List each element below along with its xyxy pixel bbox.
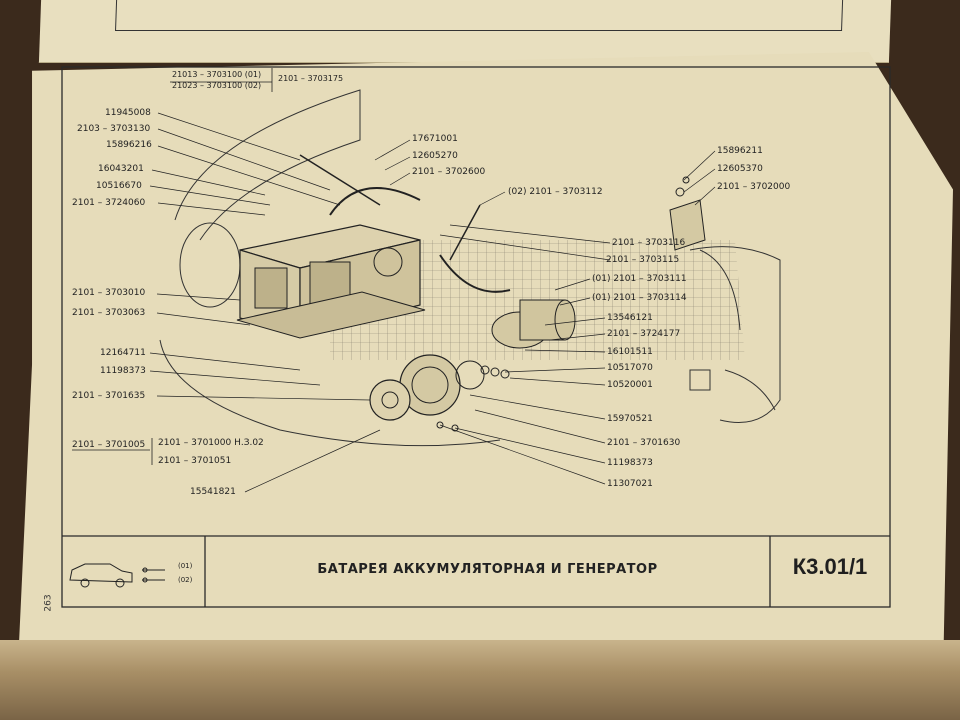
part-label: 11198373 xyxy=(607,458,653,468)
bracket-line2: 2101 – 3701051 xyxy=(158,456,232,466)
wrench-icon xyxy=(142,567,165,583)
part-label: 10516670 xyxy=(96,181,142,191)
part-label: 2101 – 3701005 xyxy=(72,440,146,450)
leader-lines-right xyxy=(374,139,716,485)
header-ref-line1: 21013 – 3703100 (01) xyxy=(172,70,262,79)
part-label: 2101 – 3702600 xyxy=(412,167,486,177)
part-label: 12164711 xyxy=(100,348,146,358)
turn-signal-right xyxy=(724,369,776,411)
title-strip: БАТАРЕЯ АККУМУЛЯТОРНАЯ И ГЕНЕРАТОР xyxy=(205,548,770,590)
part-label: 10520001 xyxy=(607,380,653,390)
part-label: 15541821 xyxy=(190,487,236,497)
part-label: 15970521 xyxy=(607,414,653,424)
battery-cable-1 xyxy=(329,187,421,216)
variant-01-label: (01) xyxy=(178,562,193,570)
part-label: (01) 2101 – 3703111 xyxy=(592,274,687,284)
side-light xyxy=(689,369,711,391)
leader-lines-left xyxy=(149,112,381,493)
page-frame xyxy=(61,66,891,608)
header-ref-line2: 21023 – 3703100 (02) xyxy=(172,81,262,90)
part-label: 2101 – 3703116 xyxy=(612,238,686,248)
battery-rod xyxy=(299,154,381,206)
washer-3 xyxy=(500,369,510,379)
document-code: К3.01/1 xyxy=(792,554,868,579)
body-outline-right xyxy=(689,246,781,423)
part-label: 17671001 xyxy=(412,134,458,144)
part-label: (02) 2101 – 3703112 xyxy=(508,187,603,197)
part-label: 2101 – 3703063 xyxy=(72,308,146,318)
regulator-shape xyxy=(669,176,706,251)
part-label: 13546121 xyxy=(607,313,653,323)
code-box: К3.01/1 xyxy=(775,537,885,597)
part-label: 10517070 xyxy=(607,363,653,373)
battery-cable-2 xyxy=(439,254,511,293)
part-label: 2101 – 3701635 xyxy=(72,391,146,401)
battery-shape xyxy=(236,224,426,339)
part-label: 11945008 xyxy=(105,108,151,118)
page-number: 263 xyxy=(43,594,54,612)
part-label: 2101 – 3702000 xyxy=(717,182,791,192)
part-label: 16101511 xyxy=(607,347,653,357)
part-label: 2101 – 3724177 xyxy=(607,329,681,339)
page-title: БАТАРЕЯ АККУМУЛЯТОРНАЯ И ГЕНЕРАТОР xyxy=(317,561,658,577)
part-label: 2103 – 3703130 xyxy=(77,124,151,134)
alternator-shape xyxy=(369,354,485,421)
part-label: 2101 – 3703010 xyxy=(72,288,146,298)
washer-2 xyxy=(490,367,500,377)
part-label: 2101 – 3724060 xyxy=(72,198,146,208)
part-label: (01) 2101 – 3703114 xyxy=(592,293,687,303)
part-label: 11307021 xyxy=(607,479,653,489)
variant-02-label: (02) xyxy=(178,576,193,584)
part-label: 11198373 xyxy=(100,366,146,376)
washer-1 xyxy=(480,365,490,375)
part-label: 16043201 xyxy=(98,164,144,174)
fender-right xyxy=(699,249,741,331)
bolt-2 xyxy=(451,424,459,432)
starter-shape xyxy=(491,299,576,349)
bumper-outline xyxy=(159,339,501,447)
car-icon xyxy=(69,563,133,588)
part-label: 12605370 xyxy=(717,164,763,174)
headlight-left xyxy=(179,222,241,308)
part-label: 2101 – 3703115 xyxy=(606,255,680,265)
header-ref-line3: 2101 – 3703175 xyxy=(278,74,344,83)
part-label: 15896211 xyxy=(717,146,763,156)
body-outline-left xyxy=(174,89,361,241)
book-edge xyxy=(0,640,960,720)
bracket-line1: 2101 – 3701000 Н.З.02 xyxy=(158,438,264,448)
bolt-1 xyxy=(436,421,444,429)
part-label: 15896216 xyxy=(106,140,152,150)
part-label: 2101 – 3701630 xyxy=(607,438,681,448)
part-label: 12605270 xyxy=(412,151,458,161)
bolt-rod xyxy=(449,204,481,261)
